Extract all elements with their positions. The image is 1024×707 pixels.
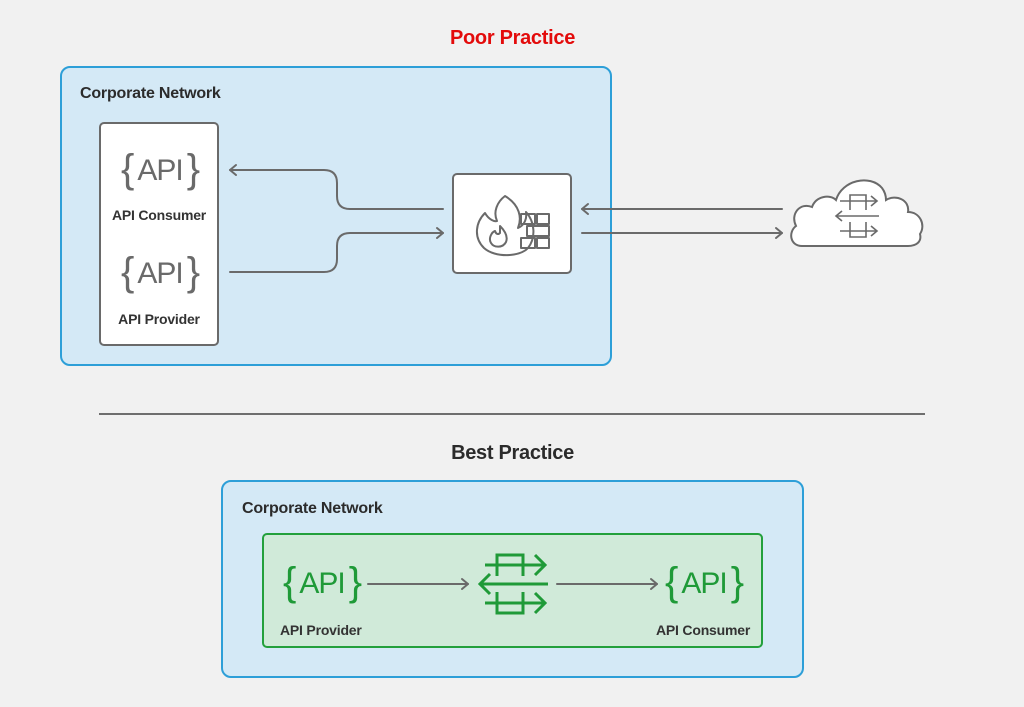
arrowhead-firewall (436, 227, 444, 239)
arrowhead-consumer (229, 164, 237, 176)
network-label-poor: Corporate Network (80, 85, 221, 102)
cloud-icon (790, 179, 924, 247)
arrowhead-cloud (775, 227, 783, 239)
api-provider-icon: {API} (121, 250, 200, 294)
section-divider (99, 413, 925, 415)
api-provider-label-best: API Provider (280, 622, 362, 638)
api-provider-label: API Provider (118, 311, 200, 327)
firewall-icon (476, 195, 550, 257)
arrowhead-consumer-best (650, 578, 658, 590)
api-gateway-zone (262, 533, 763, 648)
network-label-best: Corporate Network (242, 500, 383, 517)
api-consumer-icon-best: {API} (665, 560, 744, 604)
best-practice-title: Best Practice (451, 442, 574, 464)
arrow-provider-to-firewall (229, 232, 444, 273)
cloud-gateway-icon (834, 194, 879, 238)
api-consumer-label: API Consumer (111, 207, 207, 223)
arrowhead-firewall-in (581, 203, 589, 215)
firewall-box (452, 173, 572, 274)
api-consumer-icon: {API} (121, 147, 200, 191)
api-gateway-icon (477, 553, 548, 615)
arrow-firewall-to-consumer (229, 169, 444, 210)
api-consumer-label-best: API Consumer (656, 622, 751, 638)
poor-practice-title: Poor Practice (449, 27, 576, 49)
arrowhead-gateway (461, 578, 469, 590)
api-services-box (99, 122, 219, 346)
api-provider-icon-best: {API} (283, 560, 362, 604)
